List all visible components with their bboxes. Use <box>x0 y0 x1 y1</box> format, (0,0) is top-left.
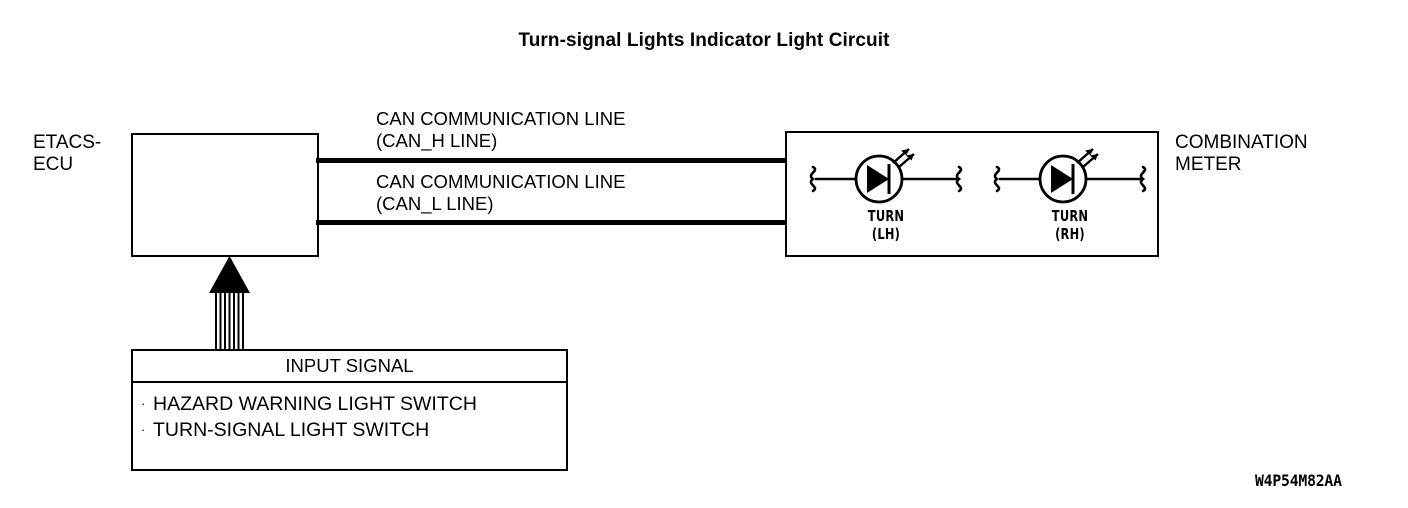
led-indicator-icon <box>993 148 1147 204</box>
can-l-line-label: CAN COMMUNICATION LINE (CAN_L LINE) <box>376 171 626 214</box>
can-h-line-label: CAN COMMUNICATION LINE (CAN_H LINE) <box>376 108 626 151</box>
turn-indicator-rh-label: TURN (RH) <box>1051 207 1089 243</box>
etacs-ecu-box <box>131 133 319 257</box>
led-indicator-icon <box>809 148 963 204</box>
input-signal-box: INPUT SIGNAL · HAZARD WARNING LIGHT SWITC… <box>131 349 568 471</box>
list-item: · TURN-SIGNAL LIGHT SWITCH <box>141 417 477 443</box>
combination-meter-box: TURN (LH) TURN (RH) <box>785 131 1159 257</box>
input-signal-list: · HAZARD WARNING LIGHT SWITCH · TURN-SIGNA… <box>141 391 477 443</box>
page-title: Turn-signal Lights Indicator Light Circu… <box>518 30 890 51</box>
can-h-line-wire <box>316 158 787 163</box>
ecu-label: ETACS- ECU <box>33 132 102 175</box>
combination-meter-label: COMBINATION METER <box>1175 132 1308 175</box>
turn-indicator-lh-label: TURN (LH) <box>867 207 905 243</box>
turn-indicator-rh: TURN (RH) <box>985 133 1155 259</box>
bullet-icon: · <box>141 422 146 437</box>
input-signal-arrow-icon <box>209 256 250 351</box>
turn-indicator-lh: TURN (LH) <box>801 133 971 259</box>
input-signal-header: INPUT SIGNAL <box>133 351 566 383</box>
bullet-icon: · <box>141 396 146 411</box>
list-item: · HAZARD WARNING LIGHT SWITCH <box>141 391 477 417</box>
reference-code: W4P54M82AA <box>1255 471 1342 490</box>
list-item-label: TURN-SIGNAL LIGHT SWITCH <box>153 419 430 441</box>
list-item-label: HAZARD WARNING LIGHT SWITCH <box>153 393 477 415</box>
can-l-line-wire <box>316 220 787 225</box>
